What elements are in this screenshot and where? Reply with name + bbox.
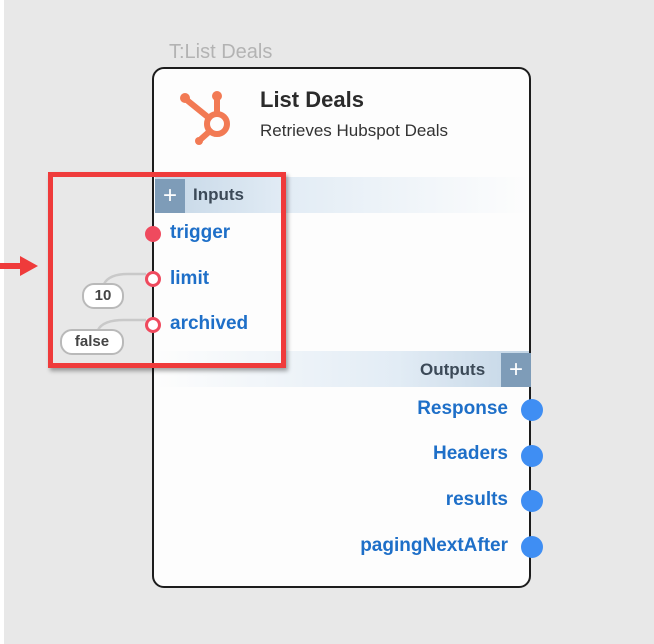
archived-input-label: archived [170,313,249,334]
node-subtitle: Retrieves Hubspot Deals [260,121,449,140]
hubspot-icon [180,91,230,145]
pagingnextafter-output-label: pagingNextAfter [360,535,508,556]
limit-default-value[interactable]: 10 [82,283,124,309]
archived-input-port[interactable] [145,317,161,333]
headers-output-label: Headers [433,443,508,464]
outputs-label: Outputs [420,360,486,379]
limit-input-port[interactable] [145,271,161,287]
trigger-input-label: trigger [170,222,231,243]
archived-default-value[interactable]: false [60,329,124,355]
node-tag: T:List Deals [169,41,273,63]
pagingnextafter-output-port[interactable] [521,536,543,558]
trigger-input-port[interactable] [145,226,161,242]
inputs-section-header [155,177,529,213]
response-output-label: Response [417,398,508,419]
results-output-label: results [445,489,508,510]
list-deals-node[interactable] [152,67,531,588]
inputs-label: Inputs [193,185,244,204]
results-output-port[interactable] [521,490,543,512]
node-title: List Deals [260,87,364,112]
add-input-button[interactable]: + [155,179,185,213]
add-output-button[interactable]: + [501,353,531,387]
headers-output-port[interactable] [521,445,543,467]
highlight-box [48,172,286,368]
pointer-arrow-icon [0,256,38,276]
limit-input-label: limit [170,268,210,289]
outputs-section-header [155,351,529,387]
response-output-port[interactable] [521,399,543,421]
